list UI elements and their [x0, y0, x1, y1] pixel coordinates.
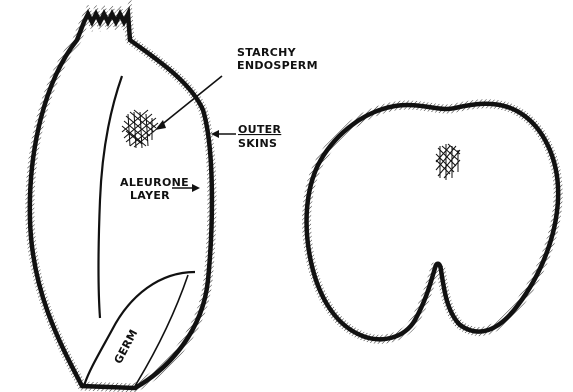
label-outer-skins-line1: OUTER [238, 123, 282, 136]
label-germ: GERM [112, 327, 141, 366]
grain-outer-wall [30, 14, 212, 388]
starchy-endosperm-patch [122, 110, 158, 148]
germ-region [84, 272, 195, 386]
label-aleurone-line2: LAYER [130, 189, 170, 202]
crease-line [99, 76, 123, 318]
grain-cross-section [307, 104, 559, 340]
label-outer-skins-line2: SKINS [238, 137, 277, 150]
aleurone-arrowhead [192, 184, 200, 192]
label-starchy-line2: ENDOSPERM [237, 59, 318, 72]
cross-section-outline [307, 104, 559, 340]
label-starchy-line1: STARCHY [237, 46, 297, 59]
starchy-arrow [160, 76, 222, 126]
label-aleurone-line1: ALEURONE [120, 176, 189, 189]
grain-longitudinal-section: STARCHY ENDOSPERM OUTER SKINS ALEURONE L… [30, 14, 318, 388]
cross-section-starch-patch [436, 144, 460, 180]
